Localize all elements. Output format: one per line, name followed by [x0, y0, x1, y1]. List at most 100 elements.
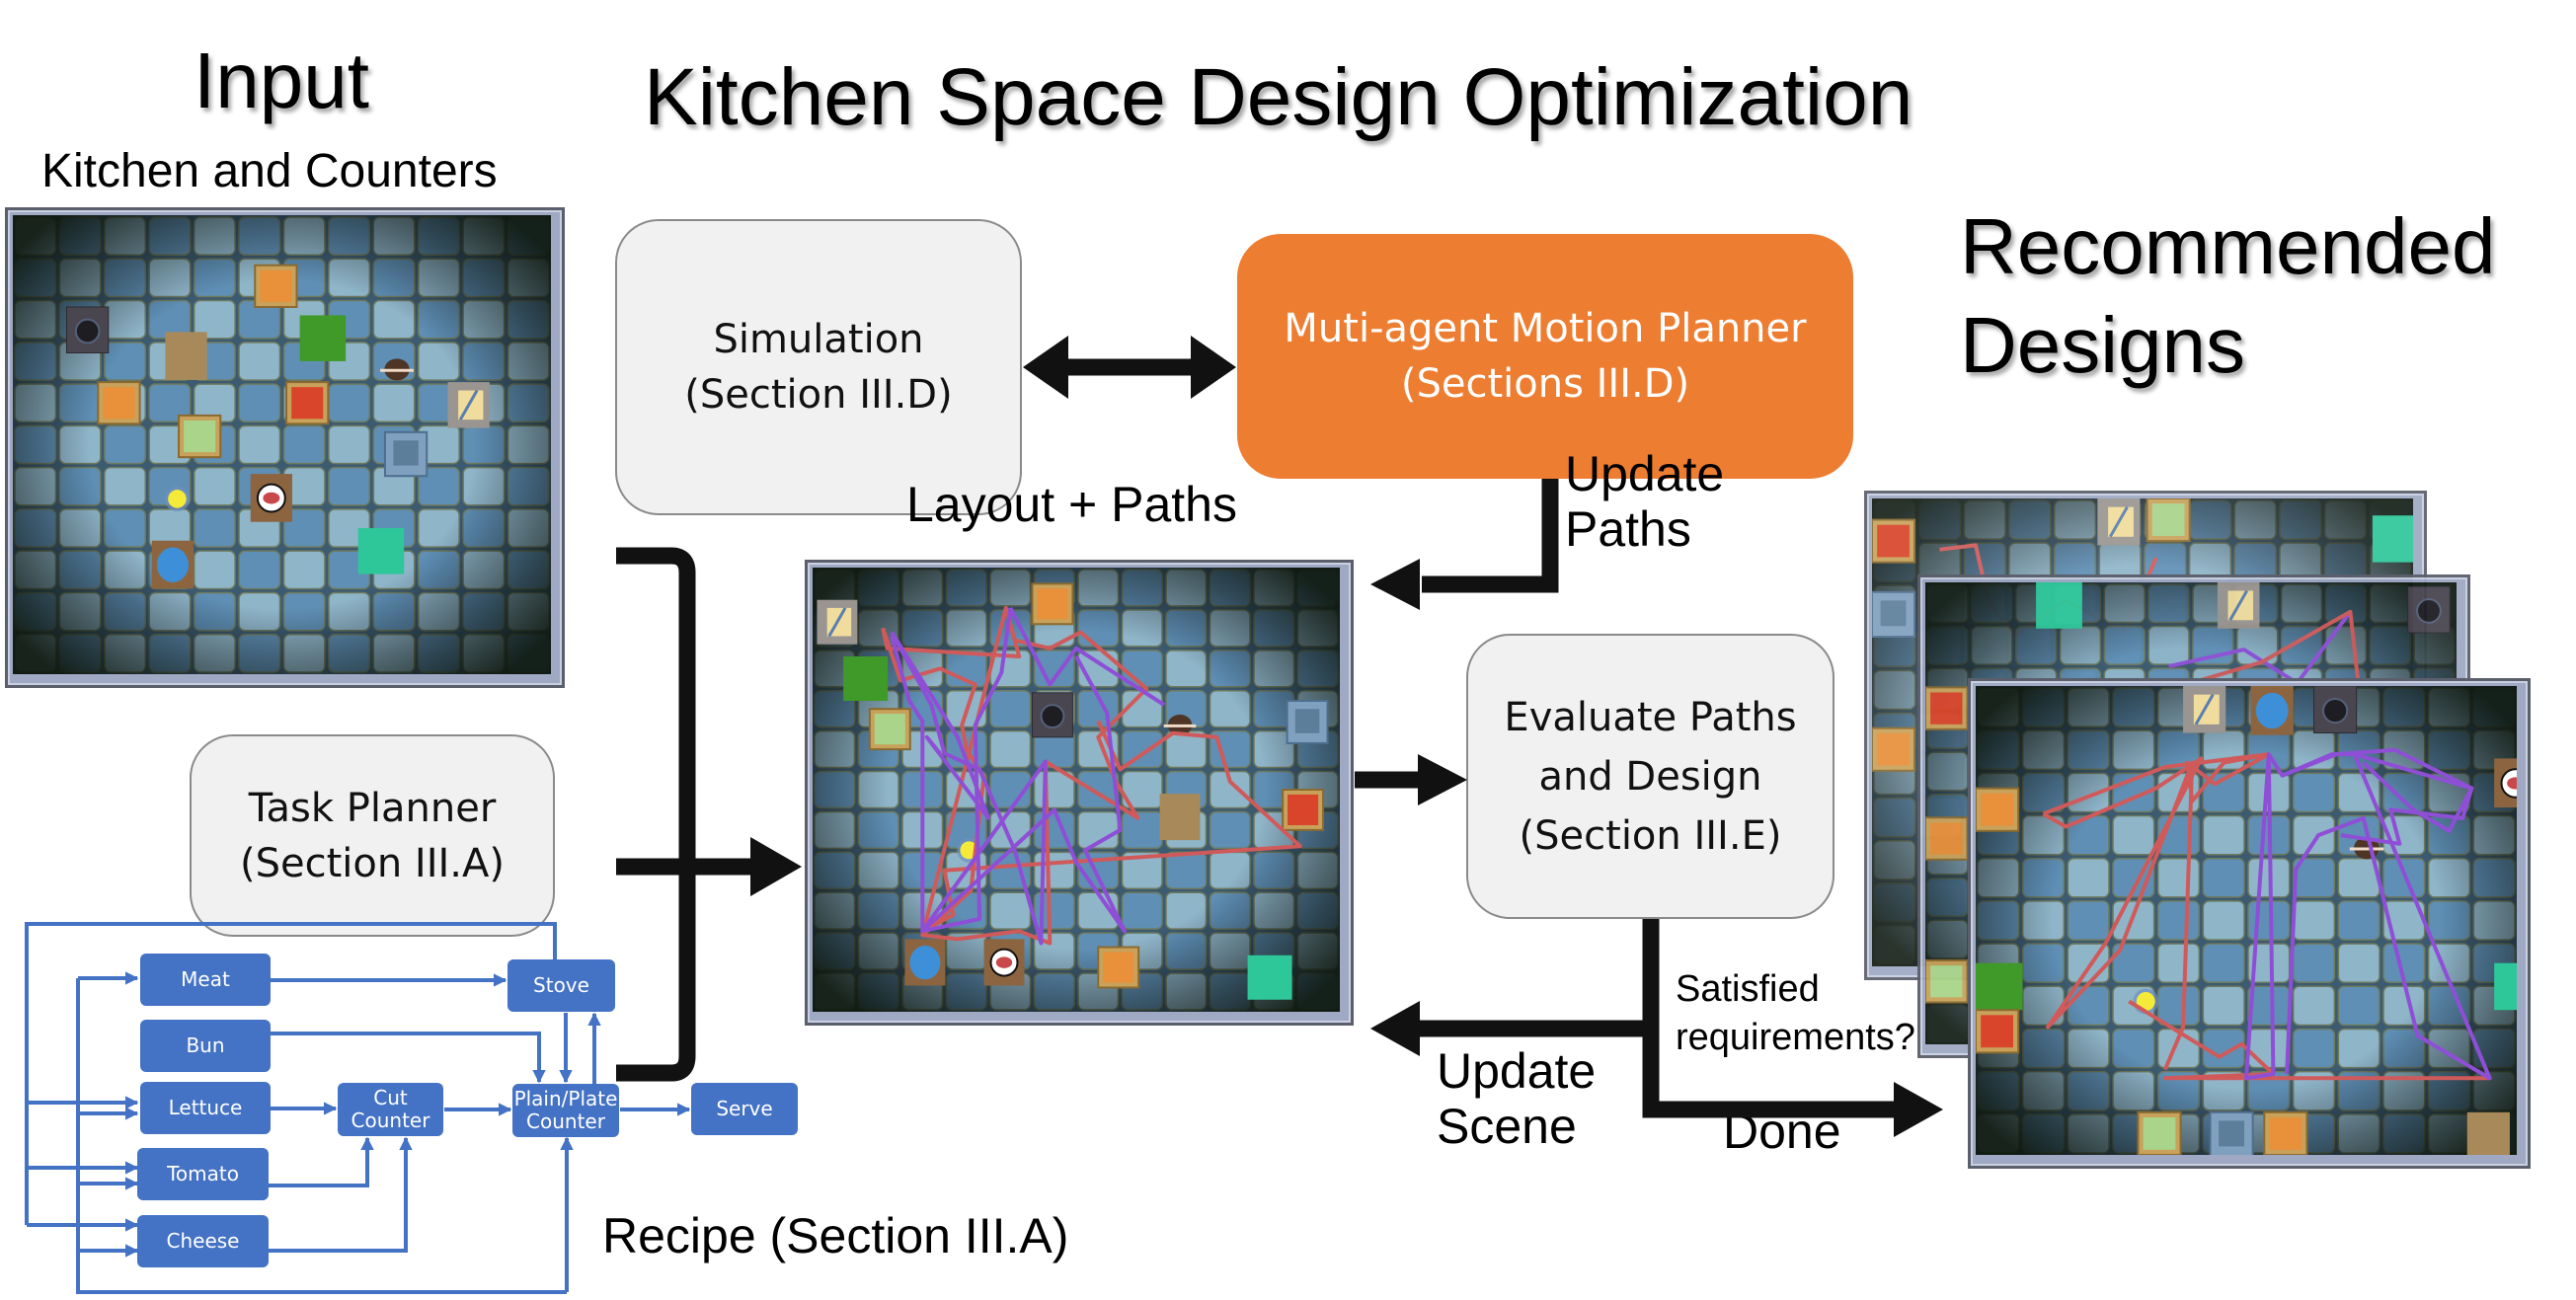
recipe-node-bun: Bun [140, 1020, 271, 1072]
motion-planner-box: Muti-agent Motion Planner (Sections III.… [1237, 234, 1853, 479]
kitchen-items [1925, 582, 2451, 1004]
plain-icon [2466, 1111, 2510, 1155]
crate-orange-icon [97, 381, 141, 425]
crate-lettuce-icon [2137, 1110, 2182, 1155]
simulation-title: Simulation [713, 317, 924, 362]
cutboard-icon [817, 599, 858, 645]
update-paths-line2: Paths [1565, 501, 1691, 557]
recommended-heading-line2: Designs [1960, 301, 2246, 389]
crate-lettuce-icon [868, 708, 911, 751]
crate-lettuce-icon [2146, 498, 2191, 543]
sink-icon [2209, 1110, 2254, 1155]
agent-path [2042, 752, 2271, 816]
agent-paths [881, 605, 1302, 946]
agent-path [2168, 610, 2353, 686]
cut-counter-line1: Cut [373, 1086, 408, 1109]
green-icon [843, 656, 889, 701]
plate-counter-line2: Counter [526, 1109, 605, 1133]
crate-orange-icon [1097, 946, 1140, 989]
double-arrow [1023, 336, 1236, 399]
teal-icon [2372, 515, 2413, 563]
evaluate-title-line2: and Design [1538, 753, 1762, 800]
sink-icon [1872, 590, 1916, 639]
agent-path [1008, 606, 1166, 707]
agent-path [881, 605, 1149, 946]
teal-icon [357, 528, 405, 574]
cutboard-icon [2097, 498, 2141, 546]
task-planner-title: Task Planner [248, 785, 497, 831]
cutboard-icon [2183, 686, 2226, 733]
agent-path [921, 720, 1302, 933]
agent-path [2128, 999, 2490, 1081]
plate-icon [151, 540, 195, 589]
done-label: Done [1723, 1104, 1841, 1159]
meat-char-icon [380, 358, 414, 381]
teal-icon [1247, 955, 1292, 1000]
plain-icon [1159, 794, 1201, 841]
recipe-node-cheese: Cheese [137, 1215, 269, 1267]
recommended-design-front [1968, 678, 2531, 1169]
crate-orange-icon [2263, 1110, 2308, 1155]
agent-path [2354, 752, 2474, 833]
to-evaluate-arrow [1355, 754, 1467, 805]
motion-planner-section: (Sections III.D) [1400, 361, 1690, 407]
agent-path [2042, 756, 2204, 1071]
layout-paths-label: Layout + Paths [906, 477, 1237, 532]
satisfied-line1: Satisfied [1676, 968, 1820, 1010]
input-kitchen-map [5, 207, 565, 688]
stove-icon [2313, 686, 2358, 733]
plate-icon [2250, 686, 2294, 735]
crate-tomato-icon [1282, 789, 1325, 831]
crate-tomato-icon [1872, 518, 1916, 564]
evaluate-section: (Section III.E) [1519, 812, 1782, 859]
plate-counter-line1: Plain/Plate [513, 1087, 618, 1110]
cutboard-icon [2217, 582, 2260, 629]
layout-paths-map [805, 560, 1354, 1026]
recipe-node-cut-counter: Cut Counter [338, 1083, 443, 1136]
teal-icon [2036, 582, 2082, 629]
update-scene-line2: Scene [1437, 1099, 1577, 1154]
stove-icon [1032, 692, 1073, 738]
agent-path [2244, 747, 2474, 1081]
meat-plate-icon [2494, 758, 2517, 808]
crate-tomato-icon [285, 381, 330, 425]
teal-icon [2494, 962, 2517, 1011]
crate-tomato-icon [1976, 1009, 2020, 1054]
recipe-label: Recipe (Section III.A) [602, 1208, 1069, 1263]
recommended-heading-line1: Recommended [1960, 202, 2496, 290]
motion-planner-title: Muti-agent Motion Planner [1284, 306, 1807, 351]
update-scene-line1: Update [1437, 1043, 1597, 1099]
kitchen-items [817, 582, 1329, 1000]
update-scene-label: Update Scene [1437, 1043, 1596, 1154]
page-title: Kitchen Space Design Optimization [644, 52, 1913, 142]
agent-path [890, 631, 1048, 946]
agent-paths [2042, 747, 2492, 1081]
meat-plate-icon [983, 939, 1025, 986]
stove-icon [2407, 585, 2451, 634]
crate-orange-icon [1976, 787, 2020, 832]
input-subheading: Kitchen and Counters [41, 145, 498, 197]
agent-path [890, 631, 990, 820]
satisfied-line2: requirements? [1676, 1016, 1915, 1058]
kitchen-items [1872, 498, 2413, 772]
input-heading: Input [194, 37, 369, 124]
cut-counter-line2: Counter [351, 1109, 430, 1132]
cutboard-icon [447, 382, 490, 428]
crate-orange-icon [1925, 816, 1969, 861]
plate-icon [904, 939, 946, 986]
green-icon [1976, 962, 2023, 1011]
update-paths-label: Update Paths [1565, 446, 1724, 557]
simulation-section: (Section III.D) [684, 372, 953, 418]
update-paths-arrow [1370, 479, 1559, 610]
agent-paths [2168, 609, 2362, 692]
evaluate-title-line1: Evaluate Paths [1504, 694, 1797, 740]
agent-path [920, 607, 1127, 934]
agent-icon [164, 486, 191, 512]
satisfied-requirements-label: Satisfied requirements? [1676, 965, 1915, 1061]
sink-icon [1286, 700, 1329, 744]
kitchen-items [66, 264, 490, 589]
meat-plate-icon [250, 474, 292, 522]
input-bracket [616, 547, 802, 1082]
meat-char-icon [1163, 714, 1197, 736]
recipe-node-plate-counter: Plain/Plate Counter [512, 1084, 619, 1137]
